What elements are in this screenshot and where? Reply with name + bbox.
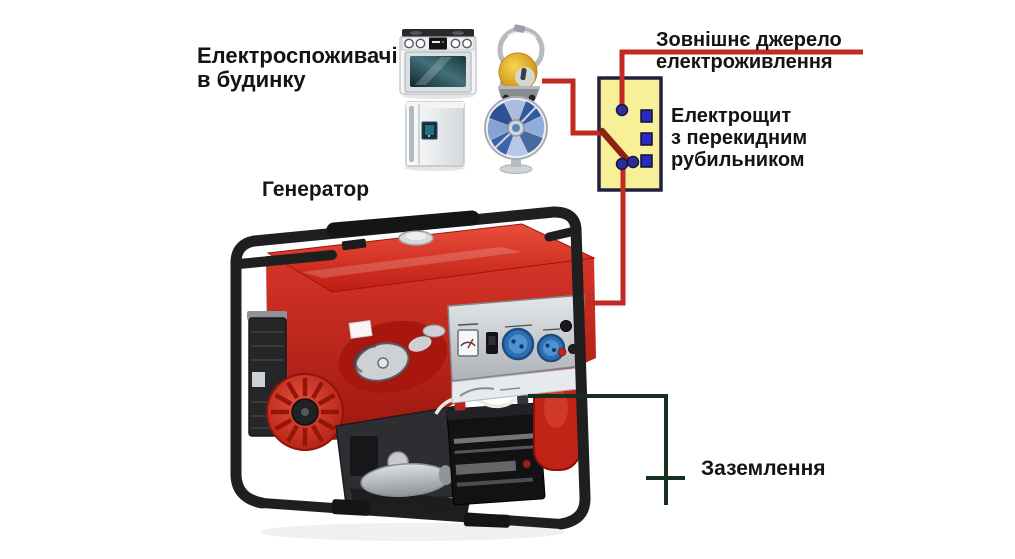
external-source-label: Зовнішнє джерело електроживлення	[656, 29, 842, 73]
house-consumers-wire	[542, 78, 603, 136]
generator-label: Генератор	[262, 178, 370, 201]
generator-frame-front	[234, 206, 591, 530]
sticker	[348, 319, 373, 339]
ground-wire	[528, 394, 668, 505]
fuel-gauge	[341, 238, 367, 251]
fan-neck	[511, 155, 521, 167]
switchboard-label-line3: рубильником	[671, 149, 805, 171]
stove-display	[429, 37, 447, 50]
switch-terminal-dot	[626, 155, 640, 169]
stove-icon	[399, 29, 477, 99]
rubber-foot	[463, 513, 511, 528]
engine-switch	[486, 332, 498, 354]
switch-lever	[598, 127, 633, 166]
muffler	[360, 462, 453, 498]
vacuum-cleaner-icon	[497, 24, 545, 102]
switch-terminal-dot	[615, 157, 629, 171]
contact-square	[640, 154, 653, 168]
control-panel	[447, 294, 585, 382]
external-source-label-line2: електроживлення	[656, 51, 833, 73]
voltmeter	[457, 329, 479, 357]
breaker-button	[560, 320, 572, 332]
generator-wire	[587, 168, 626, 306]
fuel-tank	[266, 223, 596, 293]
external-source-label-line1: Зовнішнє джерело	[656, 29, 842, 51]
refrigerator-icon	[405, 101, 465, 171]
handle-grip	[326, 210, 480, 238]
fridge-handle	[409, 106, 414, 162]
switchboard-label-line2: з перекидним	[671, 127, 808, 149]
appliances-icons	[399, 24, 548, 174]
switch-terminal-dot	[615, 103, 629, 117]
contact-square	[640, 109, 653, 123]
contact-square	[640, 132, 653, 146]
pilot-lamp	[557, 347, 567, 357]
switchboard-label: Електрощит з перекидним рубильником	[671, 105, 807, 171]
external-power-wire	[619, 49, 863, 107]
generator-photo	[230, 206, 596, 541]
consumers-label: Електроспоживачі в будинку	[197, 44, 398, 92]
fan-blades	[486, 98, 546, 158]
switchboard-label-line1: Електрощит	[671, 105, 792, 127]
consumers-label-line2: в будинку	[197, 67, 306, 92]
stove-oven-glass	[410, 56, 466, 87]
grounding-label: Заземлення	[701, 457, 826, 480]
power-socket	[536, 333, 566, 363]
switch-terminals	[615, 103, 640, 171]
vacuum-base	[498, 87, 540, 98]
recoil-starter	[266, 373, 344, 451]
battery	[446, 394, 546, 506]
battery-cable	[434, 395, 518, 415]
wires	[528, 49, 863, 505]
fan-icon	[484, 96, 548, 174]
power-socket	[501, 327, 535, 361]
consumers-label-line1: Електроспоживачі	[197, 43, 398, 68]
generator-shadow	[260, 523, 564, 541]
stove-cooktop	[402, 29, 474, 37]
contact-squares	[640, 109, 653, 168]
rubber-foot	[331, 499, 371, 516]
